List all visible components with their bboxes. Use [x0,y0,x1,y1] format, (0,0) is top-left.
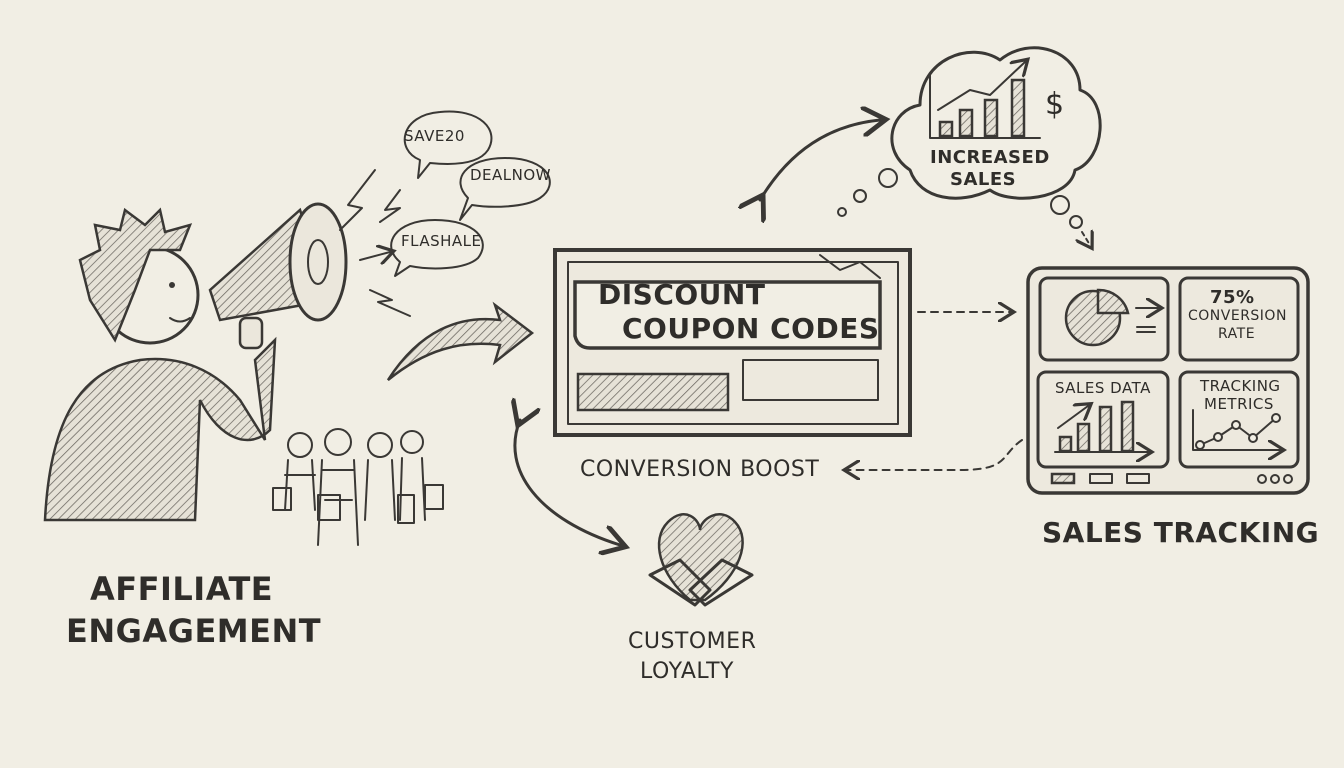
tracking-label: METRICS [1204,395,1274,413]
heart-handshake-icon [648,513,754,607]
bubble-label: DEALNOW [470,166,552,184]
coupon-title: DISCOUNT [598,278,766,311]
dollar-sign: $ [1045,87,1065,122]
conversion-rate-label: CONVERSION [1188,308,1287,324]
double-arrow-icon [515,420,620,545]
thought-label: INCREASED [930,147,1050,168]
dashed-arrow-icon [848,439,1023,470]
coupon-board [553,248,912,437]
coupon-title: COUPON CODES [622,312,880,345]
loyalty-title: CUSTOMER [628,629,757,654]
conversion-rate-value: 75% [1210,287,1255,308]
affiliate-person-icon [43,207,277,522]
thought-label: SALES [950,169,1017,190]
affiliate-title: AFFILIATE [90,570,274,608]
coupon-caption: CONVERSION BOOST [580,457,820,482]
conversion-rate-label: RATE [1218,326,1256,342]
speech-bubbles [390,110,551,277]
bubble-label: SAVE20 [404,127,465,145]
sales-tracking-title: SALES TRACKING [1042,516,1320,549]
loyalty-title: LOYALTY [640,659,734,684]
thought-cloud [837,46,1102,245]
bubble-label: FLASHALE [401,232,482,250]
customer-crowd-icon [272,428,444,546]
affiliate-title: ENGAGEMENT [66,612,322,650]
sales-data-label: SALES DATA [1055,379,1151,397]
double-arrow-icon [760,120,880,200]
megaphone-icon [208,202,348,350]
curved-arrow-icon [386,301,535,381]
tracking-label: TRACKING [1200,377,1281,395]
lightning-icon [339,169,411,317]
dashboard-panel [1026,266,1310,495]
